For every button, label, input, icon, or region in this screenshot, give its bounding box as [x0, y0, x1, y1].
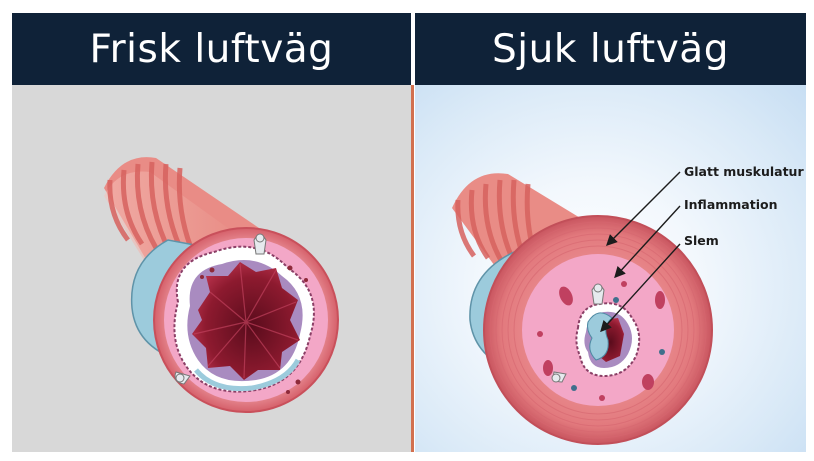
healthy-cross-section [154, 228, 338, 412]
label-mucus: Slem [684, 233, 719, 248]
sick-cross-section [484, 216, 712, 444]
healthy-airway-drawing [104, 157, 338, 412]
label-smooth-muscle: Glatt muskulatur [684, 164, 804, 179]
label-inflammation: Inflammation [684, 197, 777, 212]
